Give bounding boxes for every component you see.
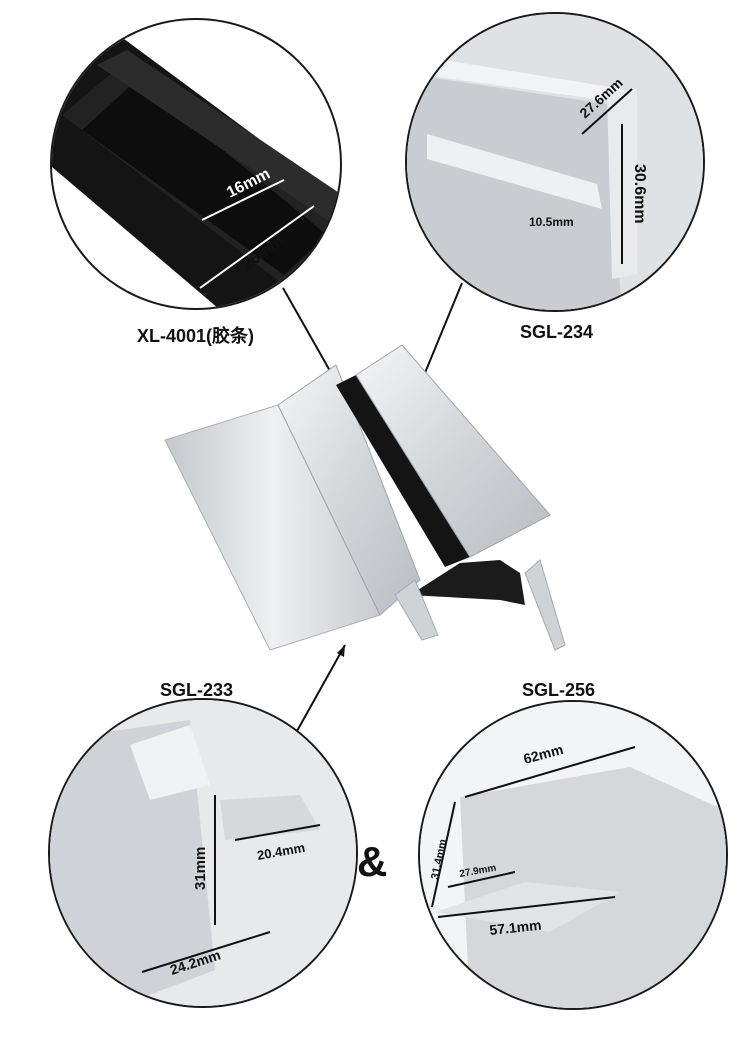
label-sgl234: SGL-234 [520, 322, 594, 342]
detail-circle-xl4001: 16mm 26mm [50, 18, 342, 310]
pointer-sgl233 [291, 644, 346, 741]
dim-57-1mm: 57.1mm [489, 917, 543, 938]
dim-31mm: 31mm [192, 847, 209, 890]
ampersand: & [357, 838, 388, 885]
detail-circle-sgl234: 27.6mm 30.6mm 10.5mm [405, 12, 705, 312]
pointer-sgl234 [419, 282, 463, 386]
dim-30-6mm: 30.6mm [631, 164, 648, 224]
label-sgl256: SGL-256 [522, 680, 596, 700]
detail-circle-sgl233: 31mm 20.4mm 24.2mm [48, 698, 358, 1008]
dim-10-5mm: 10.5mm [529, 215, 574, 229]
assembly-image [164, 345, 566, 651]
label-xl4001: XL-4001(胶条) [137, 326, 255, 346]
label-sgl233: SGL-233 [160, 680, 234, 700]
detail-circle-sgl256: 62mm 31.4mm 27.9mm 57.1mm [418, 700, 728, 1010]
